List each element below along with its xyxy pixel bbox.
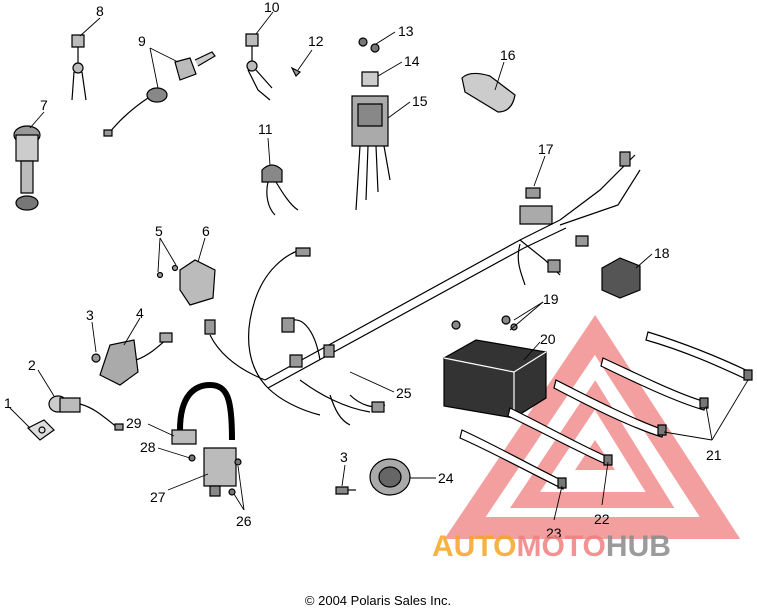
part-5-screws xyxy=(158,266,178,278)
callout-6: 6 xyxy=(202,223,210,239)
part-15-relay-box xyxy=(352,96,390,210)
part-16-cover xyxy=(462,73,515,112)
callout-25: 25 xyxy=(396,385,412,401)
part-20-battery xyxy=(444,340,546,418)
part-11-sensor xyxy=(262,165,298,215)
part-17-connector xyxy=(526,188,540,198)
callout-23: 23 xyxy=(546,525,562,541)
watermark-word-auto: AUTO xyxy=(432,530,516,563)
callout-3: 3 xyxy=(86,307,94,323)
watermark-text: AUTOMOTOHUB xyxy=(432,530,671,563)
callout-16: 16 xyxy=(500,47,516,63)
svg-text:AUTOMOTOHUB: AUTOMOTOHUB xyxy=(432,530,671,563)
callout-4: 4 xyxy=(136,305,144,321)
leader-lines xyxy=(9,11,749,521)
part-9-key-assembly xyxy=(104,52,215,136)
part-1-connector xyxy=(28,420,54,440)
callout-7: 7 xyxy=(40,97,48,113)
part-12-clip xyxy=(292,68,300,76)
callout-2: 2 xyxy=(28,357,36,373)
callout-27: 27 xyxy=(150,489,166,505)
callout-20: 20 xyxy=(540,331,556,347)
part-10-socket xyxy=(246,34,272,100)
callout-18: 18 xyxy=(654,245,670,261)
callout-21: 21 xyxy=(706,447,722,463)
callout-3-right: 3 xyxy=(340,449,348,465)
callout-15: 15 xyxy=(412,93,428,109)
callout-9: 9 xyxy=(138,33,146,49)
callout-14: 14 xyxy=(404,53,420,69)
part-3-screw-right xyxy=(336,487,356,494)
part-8-socket xyxy=(72,35,86,100)
part-4-module xyxy=(100,333,172,385)
part-19-terminals xyxy=(452,316,517,330)
callout-13: 13 xyxy=(398,23,414,39)
callout-26: 26 xyxy=(236,513,252,529)
part-14-fuse xyxy=(362,72,378,86)
part-18-relay xyxy=(602,258,640,298)
callout-29: 29 xyxy=(126,415,142,431)
callout-19: 19 xyxy=(543,291,559,307)
part-26-29-coil xyxy=(172,385,241,496)
part-3-bolt xyxy=(92,354,100,362)
part-2-switch xyxy=(49,396,123,430)
callout-17: 17 xyxy=(538,141,554,157)
part-25-main-harness xyxy=(205,152,640,425)
part-6-bracket xyxy=(180,260,215,305)
callout-22: 22 xyxy=(594,511,610,527)
part-24-horn xyxy=(370,459,410,495)
part-13-nuts xyxy=(359,38,379,52)
watermark-word-moto: MOTO xyxy=(516,530,605,563)
callout-1: 1 xyxy=(4,395,12,411)
part-7-key-switch xyxy=(14,126,40,210)
callout-28: 28 xyxy=(140,439,156,455)
callout-labels: 1 2 3 4 5 6 7 8 9 10 11 12 13 14 15 16 1… xyxy=(4,0,722,541)
callout-11: 11 xyxy=(258,121,273,137)
callout-10: 10 xyxy=(264,0,280,15)
copyright-text: © 2004 Polaris Sales Inc. xyxy=(305,593,451,608)
watermark-word-hub: HUB xyxy=(606,530,671,563)
callout-5: 5 xyxy=(155,223,163,239)
callout-24: 24 xyxy=(438,470,454,486)
part-21-23-straps xyxy=(460,332,752,489)
callout-12: 12 xyxy=(308,33,324,49)
callout-8: 8 xyxy=(96,3,104,19)
